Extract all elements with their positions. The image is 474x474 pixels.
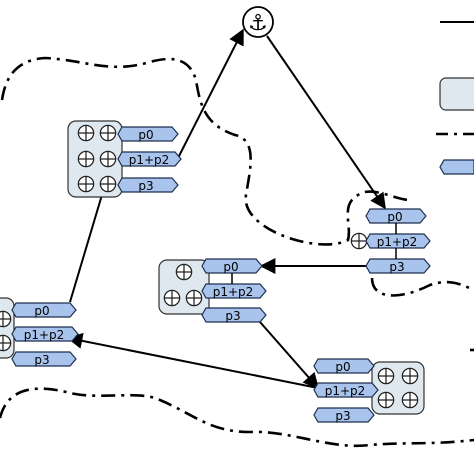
- svg-text:p1+p2: p1+p2: [24, 328, 65, 342]
- plus-circle-icon: [99, 175, 117, 193]
- edge-anchor-to-group-right-upper: [266, 35, 386, 210]
- svg-text:p3: p3: [138, 179, 153, 193]
- port-p3: p3: [313, 407, 375, 423]
- group-right-upper: p0 p1+p2 p3: [350, 208, 431, 274]
- port-p3: p3: [11, 351, 77, 367]
- node-box: [371, 361, 425, 415]
- plus-circle-icon: [163, 289, 181, 307]
- svg-text:p1+p2: p1+p2: [213, 285, 254, 299]
- port-p0: p0: [117, 126, 179, 142]
- legend: [436, 21, 474, 175]
- plus-circle-icon: [401, 391, 419, 409]
- svg-text:p1+p2: p1+p2: [325, 384, 366, 398]
- edge-group-top-left-to-anchor: [175, 28, 244, 163]
- port-p3: p3: [201, 307, 267, 323]
- svg-text:p0: p0: [387, 210, 402, 224]
- anchor-icon: ⚓: [248, 11, 268, 36]
- plus-circle-icon: [401, 367, 419, 385]
- port-p1-p2: p1+p2: [117, 151, 182, 167]
- group-top-left: p0 p1+p2 p3: [67, 120, 182, 198]
- legend-node-box: [439, 77, 474, 111]
- group-middle: p0 p1+p2 p3: [158, 258, 267, 323]
- svg-text:p3: p3: [225, 309, 240, 323]
- plus-circle-icon: [377, 391, 395, 409]
- boundary-right: [370, 277, 474, 297]
- plus-circle-icon: [350, 232, 368, 250]
- svg-text:p3: p3: [34, 353, 49, 367]
- plus-circle-icon: [0, 334, 12, 352]
- port-p0: p0: [365, 208, 427, 224]
- port-p0: p0: [201, 258, 263, 274]
- svg-text:p0: p0: [335, 360, 350, 374]
- group-left: p0 p1+p2 p3: [0, 297, 79, 367]
- plus-circle-icon: [175, 263, 193, 281]
- svg-text:p0: p0: [138, 128, 153, 142]
- anchor-node: ⚓: [242, 6, 274, 38]
- svg-text:p1+p2: p1+p2: [129, 153, 170, 167]
- edge-bottom-right-to-group-left: [66, 332, 319, 389]
- svg-text:p3: p3: [389, 260, 404, 274]
- port-p1-p2: p1+p2: [201, 283, 267, 299]
- edge-middle-to-bottom-right: [259, 321, 320, 390]
- boundary-top: [0, 56, 411, 246]
- svg-text:p0: p0: [34, 304, 49, 318]
- port-p1-p2: p1+p2: [313, 382, 379, 398]
- edges: [66, 28, 386, 390]
- svg-text:p1+p2: p1+p2: [377, 235, 418, 249]
- port-p3: p3: [117, 177, 179, 193]
- plus-circle-icon: [77, 175, 95, 193]
- plus-circle-icon: [0, 310, 12, 328]
- port-p0: p0: [313, 358, 375, 374]
- group-bottom-right: p0 p1+p2 p3: [313, 358, 425, 423]
- boundary-bottom: [0, 387, 474, 448]
- svg-text:p0: p0: [223, 260, 238, 274]
- port-p3: p3: [365, 258, 431, 274]
- port-p1-p2: p1+p2: [365, 233, 431, 249]
- svg-text:p3: p3: [335, 409, 350, 423]
- legend-port-shape: [439, 159, 474, 175]
- port-p1-p2: p1+p2: [11, 326, 79, 342]
- plus-circle-icon: [99, 124, 117, 142]
- plus-circle-icon: [377, 367, 395, 385]
- plus-circle-icon: [77, 124, 95, 142]
- port-p0: p0: [11, 302, 77, 318]
- plus-circle-icon: [185, 289, 203, 307]
- plus-circle-icon: [77, 150, 95, 168]
- plus-circle-icon: [99, 150, 117, 168]
